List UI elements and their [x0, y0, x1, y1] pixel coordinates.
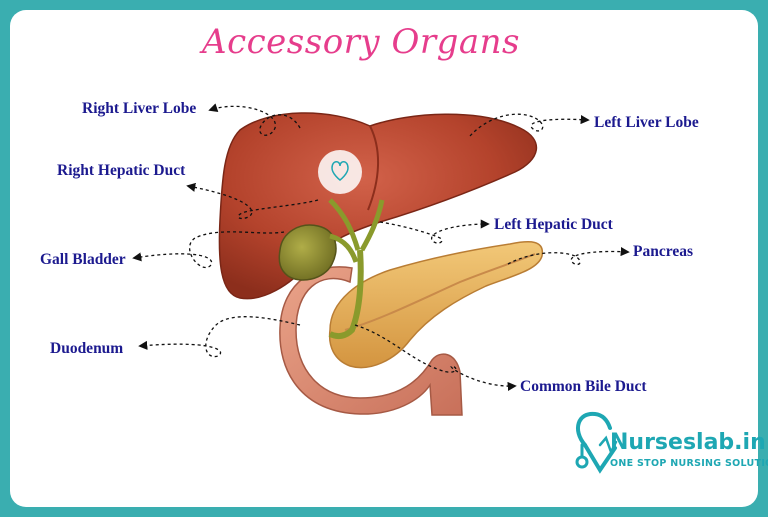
- label-gall-bladder: Gall Bladder: [40, 251, 126, 268]
- gall-bladder-shape: [278, 224, 337, 281]
- connector-right-hepatic-duct: [186, 182, 319, 220]
- cystic-duct: [329, 233, 359, 263]
- connector-pancreas: [507, 247, 630, 266]
- common-bile-duct-line: [328, 249, 364, 340]
- liver-lobe-division: [367, 125, 379, 211]
- connector-left-hepatic-duct: [379, 219, 490, 244]
- label-left-hepatic-duct: Left Hepatic Duct: [494, 216, 613, 233]
- connector-left-liver-lobe: [469, 113, 590, 137]
- watermark-heart-icon: [331, 161, 349, 181]
- brand-name: Nurseslab.in: [610, 430, 766, 455]
- label-common-bile-duct: Common Bile Duct: [520, 378, 647, 395]
- duodenum-shape: [279, 266, 463, 416]
- watermark-logo-circle: [318, 150, 362, 194]
- nurseslab-logo-icon: [575, 411, 618, 474]
- connector-right-liver-lobe: [208, 103, 301, 136]
- label-right-liver-lobe: Right Liver Lobe: [82, 100, 197, 117]
- pancreatic-duct: [344, 253, 536, 331]
- pancreas-shape: [328, 241, 544, 369]
- label-duodenum: Duodenum: [50, 340, 124, 357]
- right-hepatic-duct-line: [328, 198, 361, 251]
- brand-tagline: ONE STOP NURSING SOLUTIONS: [610, 458, 768, 469]
- label-left-liver-lobe: Left Liver Lobe: [594, 114, 699, 131]
- page-title: Accessory Organs: [202, 22, 520, 62]
- label-right-hepatic-duct: Right Hepatic Duct: [57, 162, 186, 179]
- left-hepatic-duct-line: [359, 199, 385, 252]
- label-pancreas: Pancreas: [633, 243, 693, 260]
- connector-duodenum: [138, 316, 301, 358]
